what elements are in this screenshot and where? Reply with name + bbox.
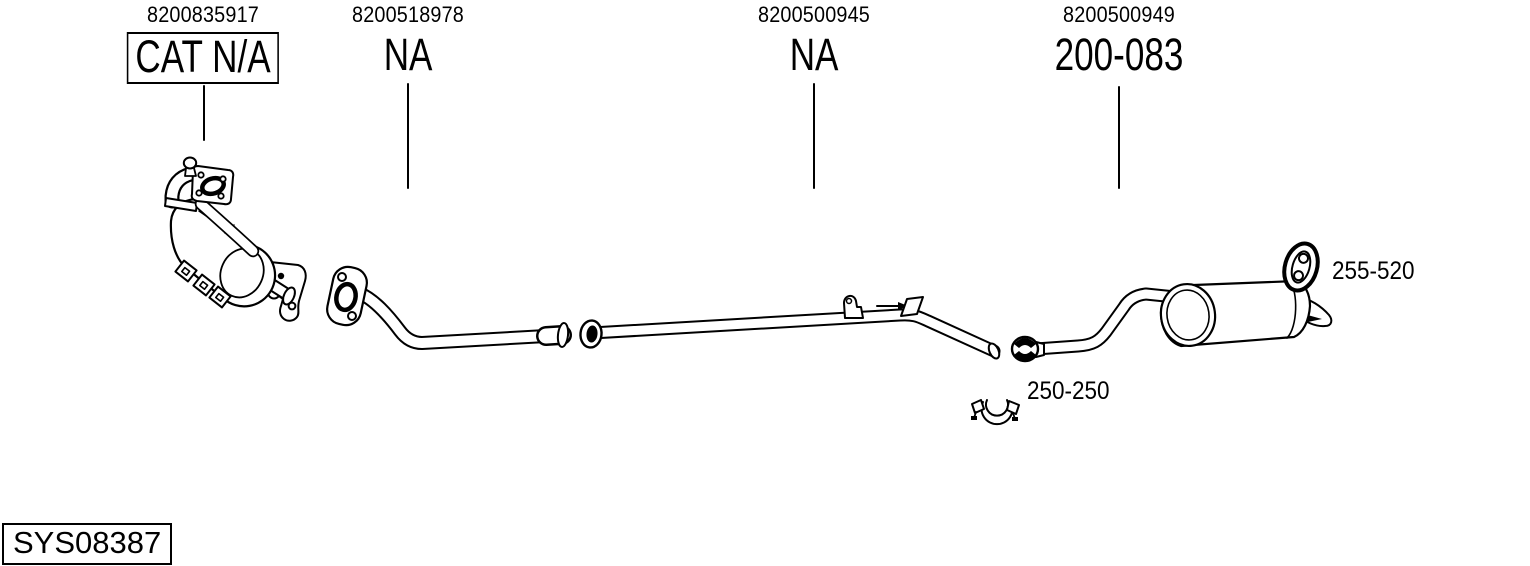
- part-column-centre-pipe: 8200500945 NA: [752, 2, 876, 81]
- part-column-cat: 8200835917 CAT N/A: [105, 2, 300, 85]
- part-number: 8200518978: [352, 2, 464, 27]
- front-pipe-drawing: [326, 265, 572, 350]
- part-ref-boxed: CAT N/A: [126, 32, 280, 85]
- pipe-clamp-icon: [971, 399, 1020, 426]
- part-number: 8200500949: [1063, 2, 1175, 27]
- pipe-sleeve-drawing: [1010, 335, 1045, 363]
- rubber-hanger-icon: [1282, 241, 1320, 293]
- part-number: 8200835917: [147, 2, 259, 27]
- rear-muffler-drawing: [1029, 279, 1333, 356]
- part-number: 8200500945: [758, 2, 870, 27]
- part-ref: NA: [383, 29, 433, 81]
- part-ref: 200-083: [1054, 29, 1184, 81]
- catalytic-converter-drawing: [164, 156, 307, 322]
- leader-lines: [203, 83, 1120, 189]
- part-column-rear-muffler: 8200500949 200-083: [1036, 2, 1201, 81]
- clamp-ref-label: 250-250: [1027, 377, 1110, 405]
- centre-pipe-drawing: [579, 295, 1001, 360]
- part-ref: NA: [789, 29, 839, 81]
- part-column-front-pipe: 8200518978 NA: [346, 2, 470, 81]
- hanger-ref-label: 255-520: [1332, 257, 1415, 285]
- system-code-badge: SYS08387: [2, 523, 173, 565]
